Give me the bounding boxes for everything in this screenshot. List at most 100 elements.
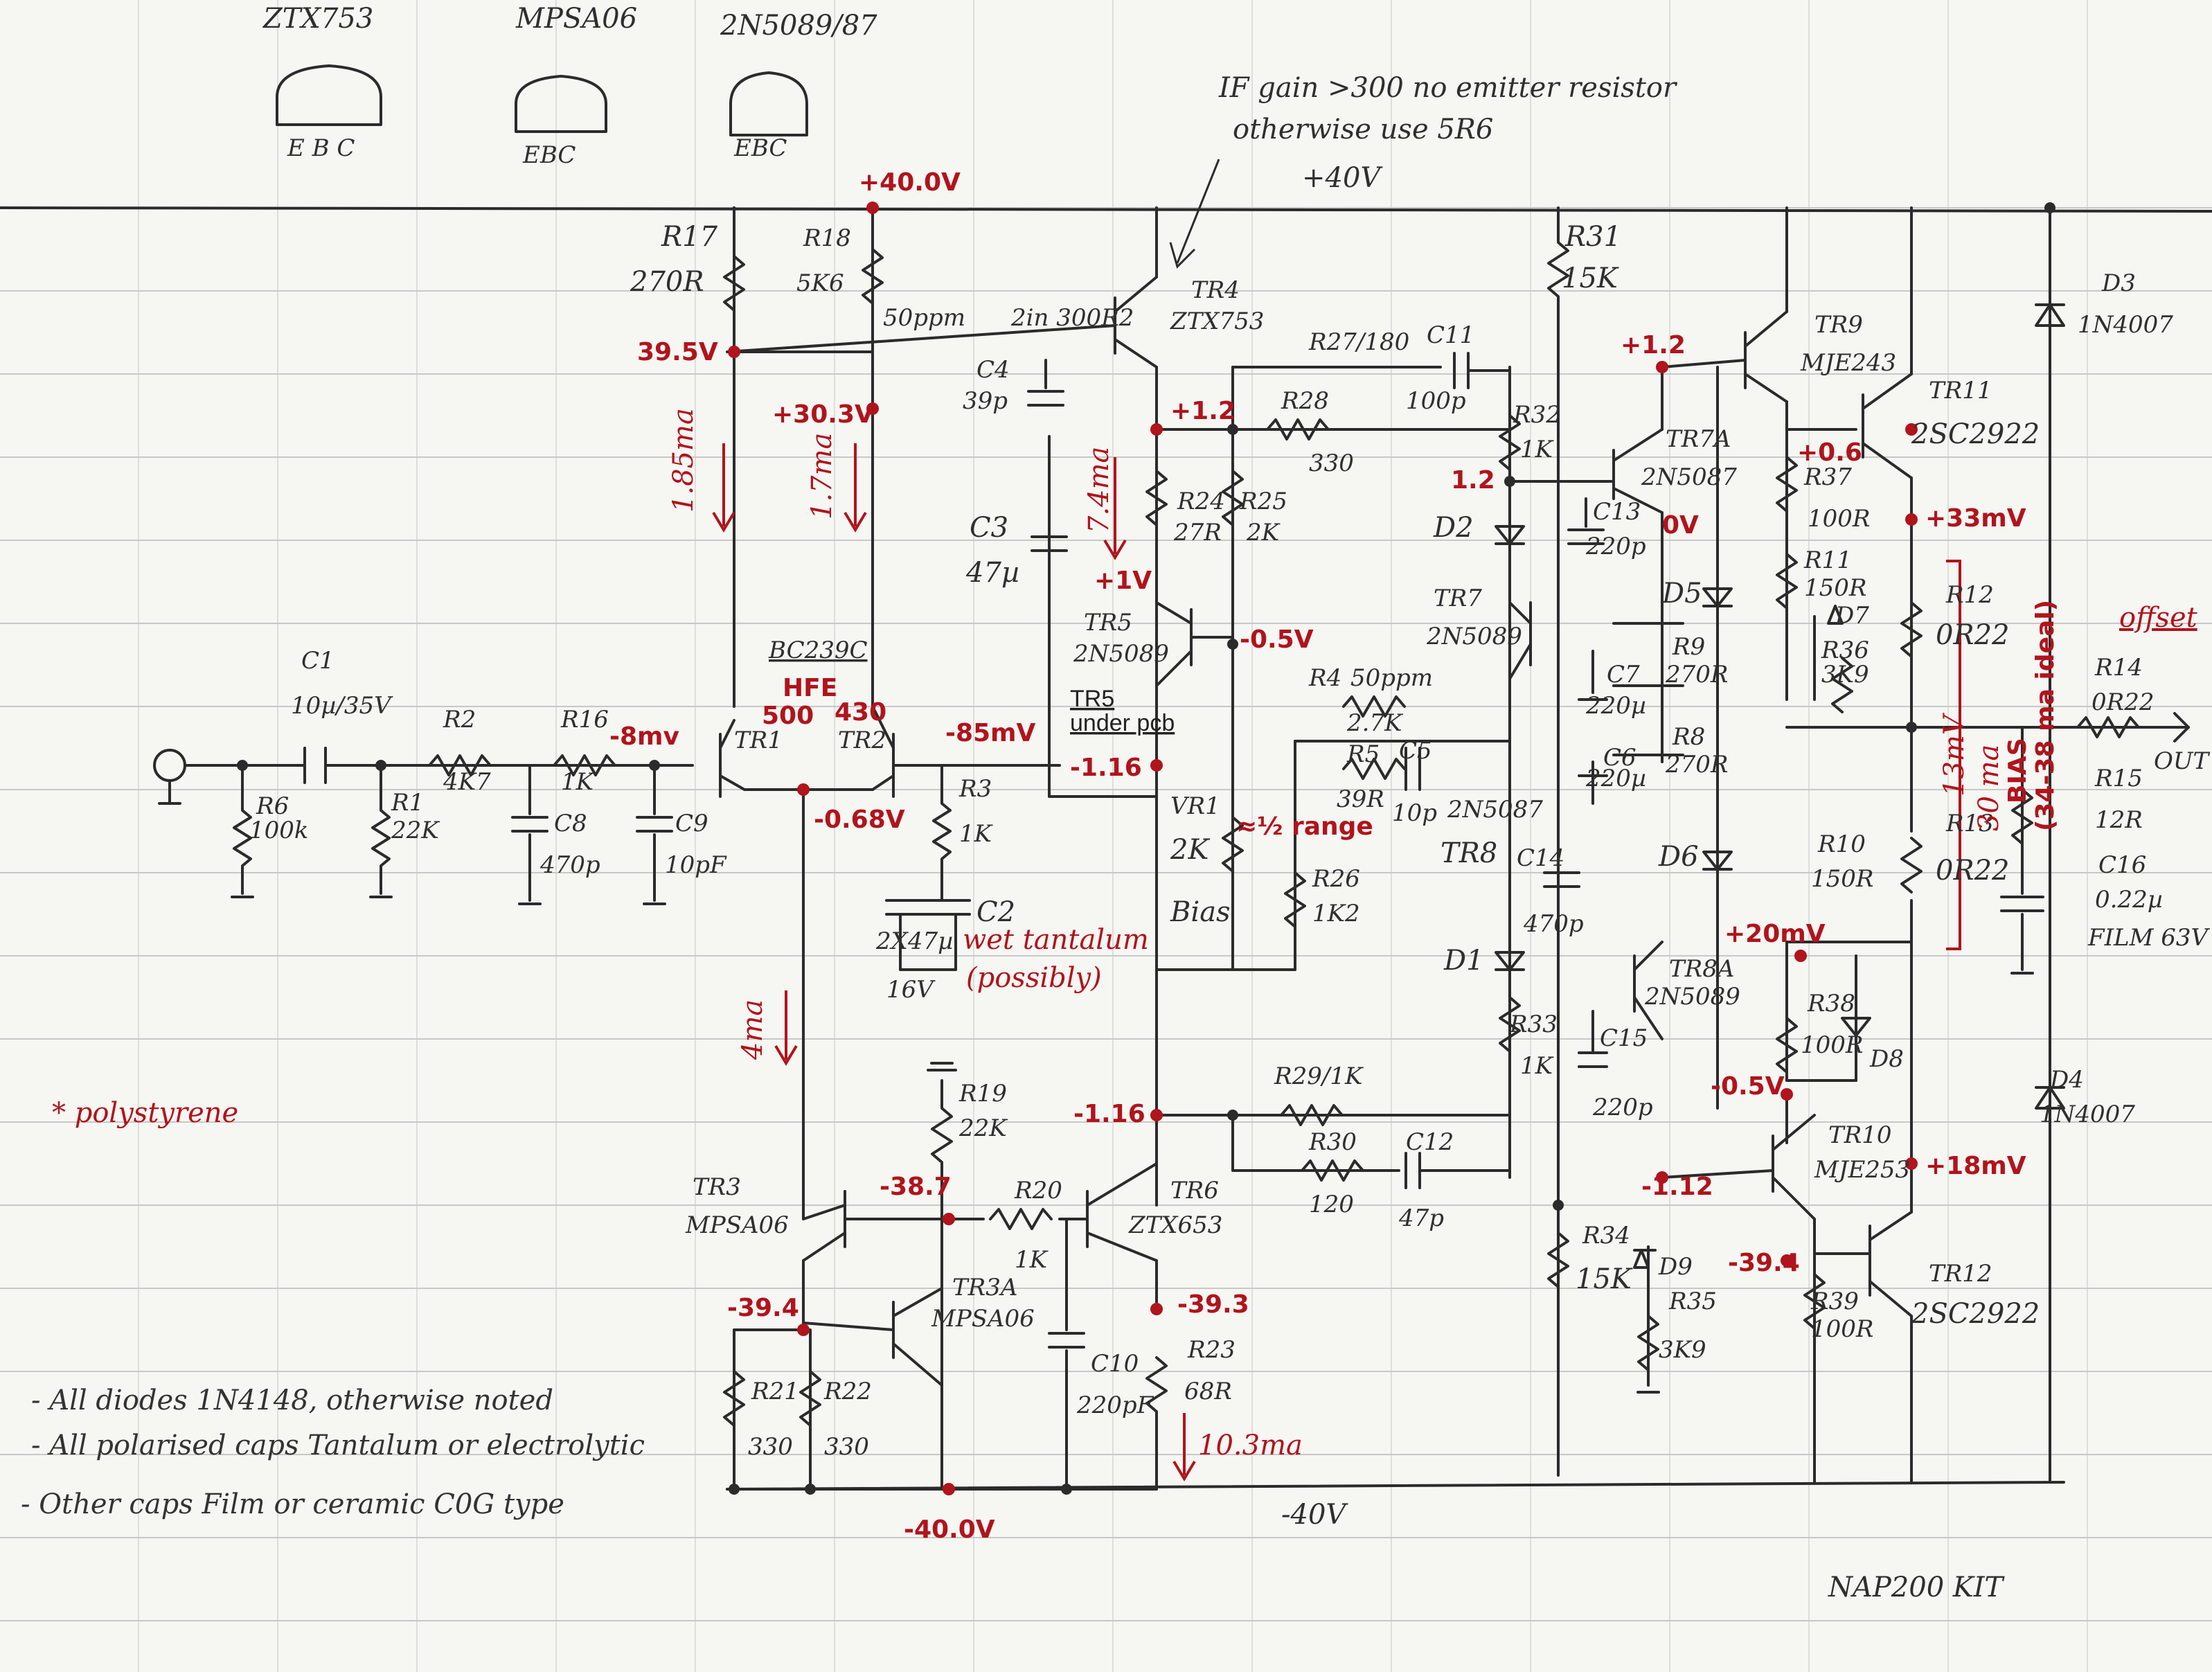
ltp-type: BC239C (768, 637, 868, 664)
tr3-ref: TR3 (693, 1173, 741, 1201)
v-neg40: -40.0V (904, 1515, 995, 1544)
r35-value: 3K9 (1659, 1336, 1706, 1364)
input-ltp (719, 206, 1061, 1172)
r8-ref: R8 (1672, 723, 1705, 751)
hfe1: 500 (762, 702, 814, 730)
r21-value: 330 (748, 1433, 793, 1461)
r10-value: 150R (1811, 865, 1874, 893)
c9-ref: C9 (675, 810, 708, 837)
r14-ref: R14 (2094, 654, 2143, 682)
v-1-16a: -1.16 (1070, 754, 1142, 782)
r22-ref: R22 (823, 1378, 872, 1405)
r18-ppm: 50ppm (883, 304, 965, 332)
i-1-85: 1.85ma (668, 408, 699, 513)
current-arrows (712, 443, 1961, 1482)
r33-value: 1K (1520, 1052, 1555, 1080)
v-1-2b: +1.2 (1621, 331, 1686, 359)
r10-ref: R10 (1817, 830, 1866, 858)
d9-ref: D9 (1658, 1253, 1693, 1281)
r25-value: 2K (1246, 519, 1281, 546)
r4-ref: R4 (1308, 664, 1341, 692)
v-39-4b: -39.4 (1728, 1249, 1800, 1277)
c7-value: 220µ (1585, 692, 1646, 720)
r37-ref: R37 (1803, 463, 1852, 491)
tr10-type: MJE253 (1814, 1156, 1910, 1184)
r32-ref: R32 (1513, 401, 1561, 429)
ruled-lines (0, 207, 2212, 1621)
r24-value: 27R (1173, 519, 1222, 546)
c3-ref: C3 (970, 512, 1008, 544)
r12-ref: R12 (1945, 581, 1994, 609)
r4-ppm: 50ppm (1350, 664, 1433, 692)
r16-value: 1K (561, 768, 596, 796)
tr8a-ref: TR8A (1669, 955, 1734, 983)
r28-ref: R28 (1281, 387, 1329, 415)
c11-ref: C11 (1427, 321, 1474, 349)
d3-type: 1N4007 (2078, 311, 2173, 339)
tr5-type: 2N5089 (1073, 640, 1169, 668)
r19-value: 22K (958, 1114, 1008, 1142)
c2-note-wet: wet tantalum (963, 924, 1149, 956)
i-4: 4ma (737, 999, 769, 1060)
pinout-symbols (276, 64, 808, 136)
pinout-part-label: MPSA06 (515, 3, 637, 35)
r2-value: 4K7 (443, 768, 491, 796)
r21-ref: R21 (751, 1378, 799, 1405)
r38-value: 100R (1801, 1031, 1864, 1059)
c12-ref: C12 (1406, 1128, 1454, 1156)
c6-ref: C6 (1603, 744, 1636, 772)
half-range: ≈½ range (1236, 812, 1373, 841)
r11-value: 150R (1804, 574, 1867, 602)
v-30-3: +30.3V (772, 400, 874, 429)
bias-ideal: (34-38 ma ideal) (2031, 600, 2060, 831)
hfe2: 430 (835, 698, 886, 727)
r11-ref: R11 (1803, 546, 1852, 574)
i-13mv: 13mV (1938, 712, 1970, 797)
v-0-5b: -0.5V (1711, 1072, 1785, 1101)
d8-ref: D8 (1869, 1045, 1904, 1073)
r36-value: 3K9 (1821, 661, 1869, 688)
r18-ref: R18 (803, 224, 851, 252)
c5-ref: C5 (1399, 737, 1432, 765)
top-note-line1: IF gain >300 no emitter resistor (1218, 72, 1678, 104)
c14-ref: C14 (1517, 844, 1564, 872)
vr1-function: Bias (1170, 896, 1231, 928)
tr7a-ref: TR7A (1666, 425, 1731, 453)
v-20m: +20mV (1724, 920, 1826, 948)
v-39-5: 39.5V (637, 338, 718, 366)
hfe-label: HFE (783, 674, 837, 702)
r16-ref: R16 (560, 706, 609, 733)
r22-value: 330 (824, 1433, 869, 1461)
tr7a-type: 2N5087 (1641, 463, 1737, 491)
tr6-ref: TR6 (1170, 1177, 1219, 1204)
r4-value: 2.7K (1346, 709, 1404, 737)
d7-ref: D7 (1835, 602, 1869, 630)
v-0v: 0V (1662, 511, 1699, 540)
r33-ref: R33 (1509, 1011, 1558, 1038)
i-10-3: 10.3ma (1198, 1430, 1303, 1461)
tr5-ref: TR5 (1084, 609, 1132, 637)
r34-value: 15K (1576, 1263, 1633, 1295)
r32-value: 1K (1520, 436, 1555, 463)
c1-value: 10µ/35V (291, 692, 393, 720)
r15-value: 12R (2095, 806, 2143, 834)
tr5-pcb-note-line1: TR5 (1070, 686, 1114, 712)
tr2-label: TR2 (838, 727, 886, 754)
r34-ref: R34 (1582, 1222, 1630, 1249)
vas-wiring (726, 206, 1511, 1207)
tr6-type: ZTX653 (1128, 1211, 1222, 1239)
v-18m: +18mV (1925, 1152, 2026, 1180)
r23-ref: R23 (1187, 1336, 1236, 1364)
v-85m: -85mV (945, 719, 1036, 747)
v-38-7: -38.7 (880, 1173, 952, 1201)
polystyrene-note: * polystyrene (52, 1097, 238, 1129)
note-polarised: - All polarised caps Tantalum or electro… (31, 1430, 645, 1461)
tr4-emitter-note: 2in 300R2 (1010, 304, 1134, 332)
pinout-pins-label: EBC (522, 141, 576, 169)
r30-ref: R30 (1308, 1128, 1357, 1156)
r9-ref: R9 (1672, 633, 1705, 661)
d5-ref: D5 (1661, 578, 1702, 610)
vr1-ref: VR1 (1170, 792, 1220, 820)
c12-value: 47p (1398, 1204, 1444, 1232)
